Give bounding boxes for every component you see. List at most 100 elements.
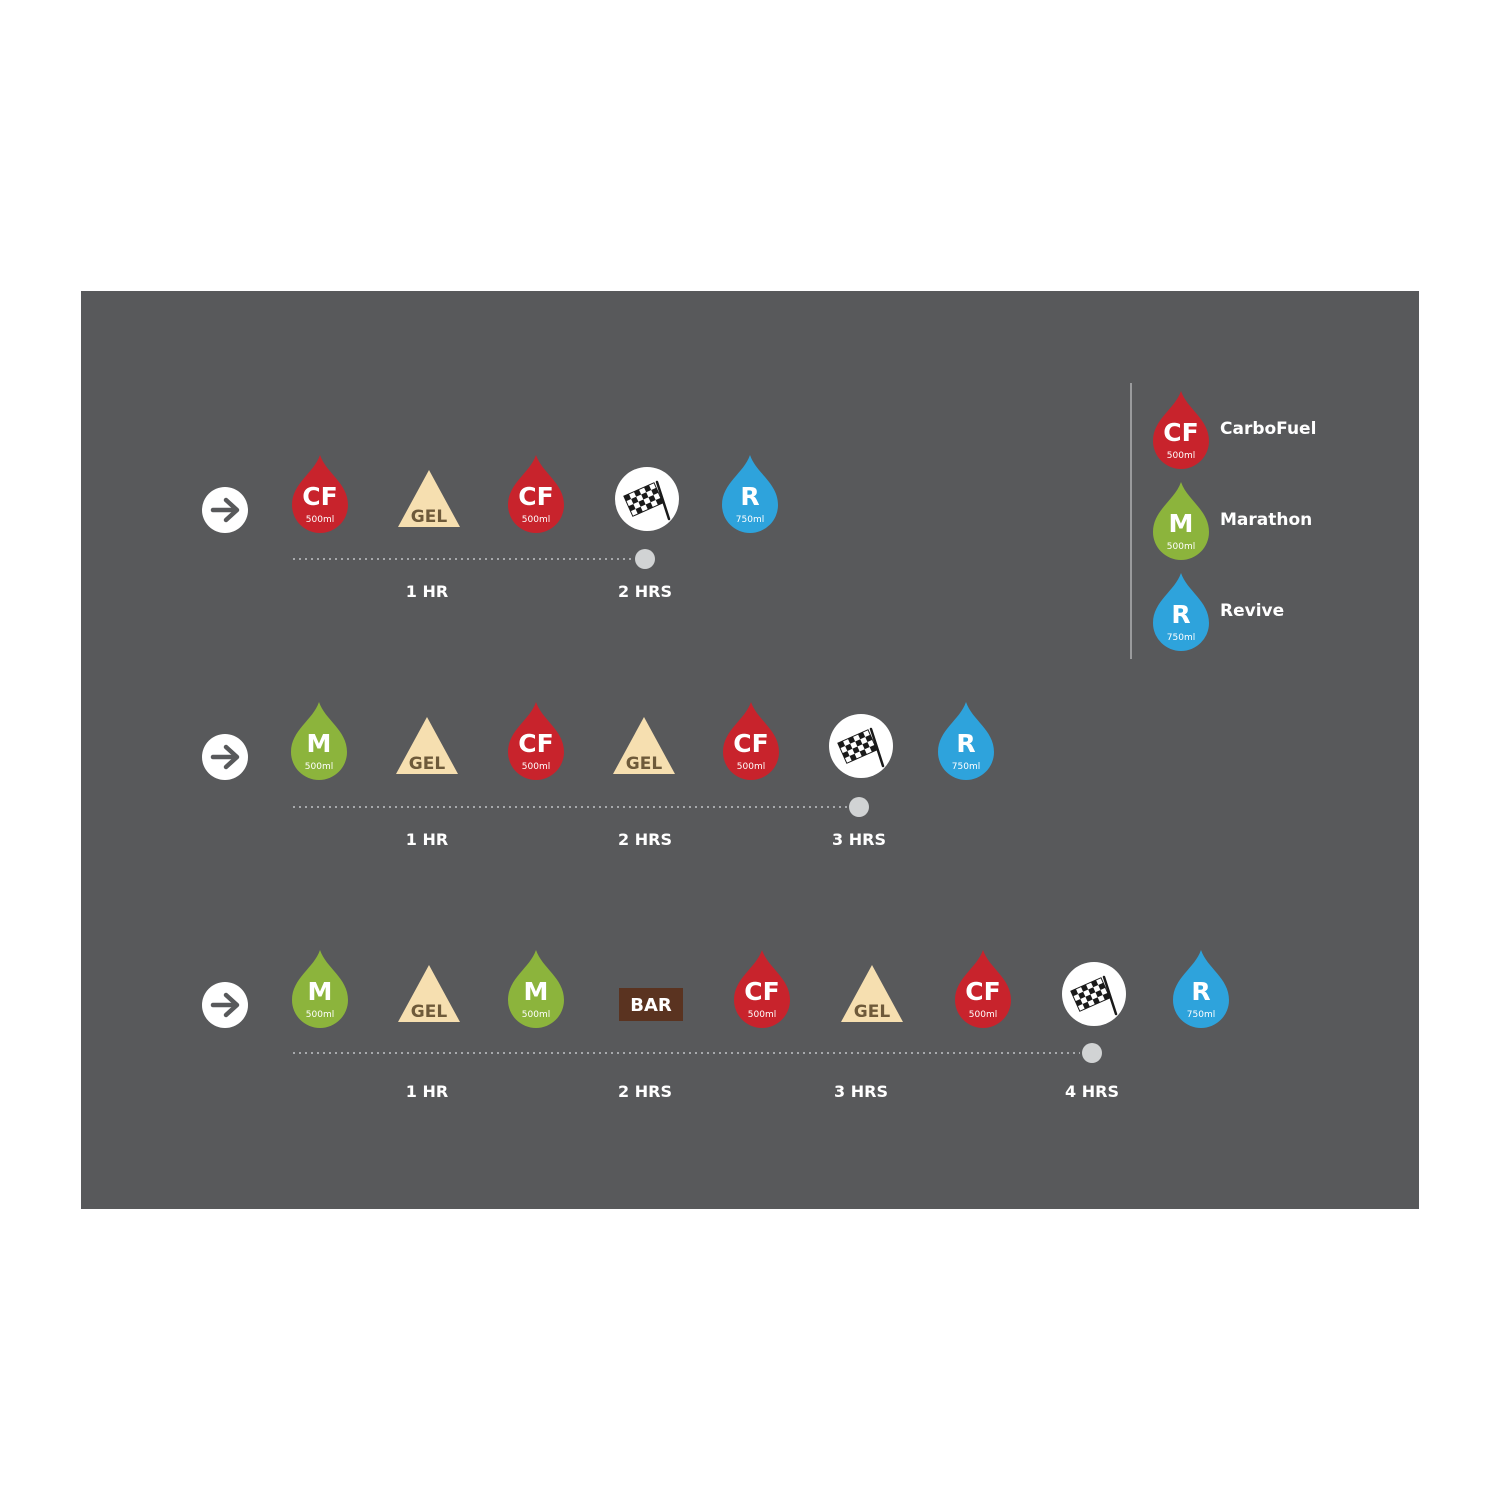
drop-shape-icon: [1173, 950, 1229, 1028]
drop-volume: 500ml: [1167, 542, 1195, 552]
finish-marker: [635, 549, 655, 569]
gel-icon: GEL: [396, 717, 458, 774]
gel-icon: GEL: [841, 965, 903, 1022]
gel-icon: GEL: [398, 965, 460, 1022]
drop-shape-icon: [1153, 482, 1209, 560]
drop-volume: 750ml: [736, 515, 764, 525]
time-label: 2 HRS: [618, 1082, 672, 1101]
gel-triangle-icon: [841, 965, 903, 1022]
drop-shape-icon: [723, 702, 779, 780]
drop-code: R: [1191, 977, 1210, 1006]
time-label: 3 HRS: [832, 830, 886, 849]
checkered-flag-icon: [1062, 962, 1126, 1026]
time-label: 2 HRS: [618, 582, 672, 601]
drop-code: M: [307, 729, 332, 758]
drop-volume: 750ml: [952, 762, 980, 772]
bar-icon: BAR: [619, 988, 683, 1021]
drop-shape-icon: [938, 702, 994, 780]
checkered-flag-icon: [829, 714, 893, 778]
time-label: 1 HR: [406, 830, 448, 849]
flag-pole: [655, 480, 671, 521]
flag-circle: [829, 714, 893, 778]
drink-drop-revive: R 750ml: [1173, 950, 1229, 1028]
drop-shape-icon: [1153, 573, 1209, 651]
drink-drop-carbofuel: CF 500ml: [292, 455, 348, 533]
finish-marker: [849, 797, 869, 817]
drop-code: M: [1169, 509, 1194, 538]
drop-volume: 750ml: [1187, 1010, 1215, 1020]
start-arrow-icon: [202, 982, 248, 1028]
drop-shape-icon: [1153, 391, 1209, 469]
flag-pole: [869, 727, 885, 768]
drink-drop-revive: R 750ml: [938, 702, 994, 780]
legend-label-revive: Revive: [1220, 601, 1284, 621]
gel-label: GEL: [854, 1002, 891, 1022]
drink-drop-carbofuel: CF 500ml: [508, 702, 564, 780]
drop-volume: 500ml: [306, 515, 334, 525]
drop-code: R: [956, 729, 975, 758]
flag-pole: [1102, 975, 1118, 1016]
finish-marker: [1082, 1043, 1102, 1063]
gel-triangle-icon: [398, 965, 460, 1022]
legend-label-carbofuel: CarboFuel: [1220, 419, 1316, 439]
time-label: 1 HR: [406, 582, 448, 601]
drop-shape-icon: [508, 950, 564, 1028]
drop-shape-icon: [292, 455, 348, 533]
gel-triangle-icon: [398, 470, 460, 527]
flag-cloth: [837, 729, 878, 764]
gel-icon: GEL: [613, 717, 675, 774]
flag-circle: [615, 467, 679, 531]
checkered-flag-icon: [615, 467, 679, 531]
plan-row-1: 1 HR 2 HRS: [293, 549, 672, 601]
drop-shape-icon: [292, 950, 348, 1028]
drop-volume: 500ml: [737, 762, 765, 772]
drop-shape-icon: [508, 455, 564, 533]
flag-cloth: [623, 482, 664, 517]
drop-volume: 500ml: [748, 1010, 776, 1020]
drop-volume: 500ml: [522, 762, 550, 772]
time-label: 2 HRS: [618, 830, 672, 849]
start-arrow-icon: [202, 734, 248, 780]
time-label: 3 HRS: [834, 1082, 888, 1101]
legend-label-marathon: Marathon: [1220, 510, 1312, 530]
drink-drop-carbofuel: CF 500ml: [1153, 391, 1209, 469]
drop-code: CF: [518, 729, 553, 758]
drop-code: M: [524, 977, 549, 1006]
drop-code: R: [740, 482, 759, 511]
drop-code: CF: [1163, 418, 1198, 447]
drop-volume: 500ml: [305, 762, 333, 772]
drop-shape-icon: [508, 702, 564, 780]
drink-drop-marathon: M 500ml: [291, 702, 347, 780]
drop-volume: 500ml: [1167, 451, 1195, 461]
drop-shape-icon: [734, 950, 790, 1028]
gel-triangle-icon: [613, 717, 675, 774]
drop-code: CF: [302, 482, 337, 511]
flag-circle: [1062, 962, 1126, 1026]
drop-volume: 500ml: [522, 515, 550, 525]
drop-code: CF: [965, 977, 1000, 1006]
gel-label: GEL: [411, 507, 448, 527]
drop-code: CF: [733, 729, 768, 758]
bar-rect-icon: [619, 988, 683, 1021]
gel-label: GEL: [626, 754, 663, 774]
drop-volume: 500ml: [306, 1010, 334, 1020]
drop-volume: 500ml: [522, 1010, 550, 1020]
drop-code: R: [1171, 600, 1190, 629]
flag-cloth: [1070, 977, 1111, 1012]
drink-drop-marathon: M 500ml: [1153, 482, 1209, 560]
drink-drop-carbofuel: CF 500ml: [723, 702, 779, 780]
drink-drop-marathon: M 500ml: [508, 950, 564, 1028]
drop-shape-icon: [955, 950, 1011, 1028]
gel-label: GEL: [411, 1002, 448, 1022]
time-label: 1 HR: [406, 1082, 448, 1101]
gel-icon: GEL: [398, 470, 460, 527]
start-arrow-icon: [202, 487, 248, 533]
